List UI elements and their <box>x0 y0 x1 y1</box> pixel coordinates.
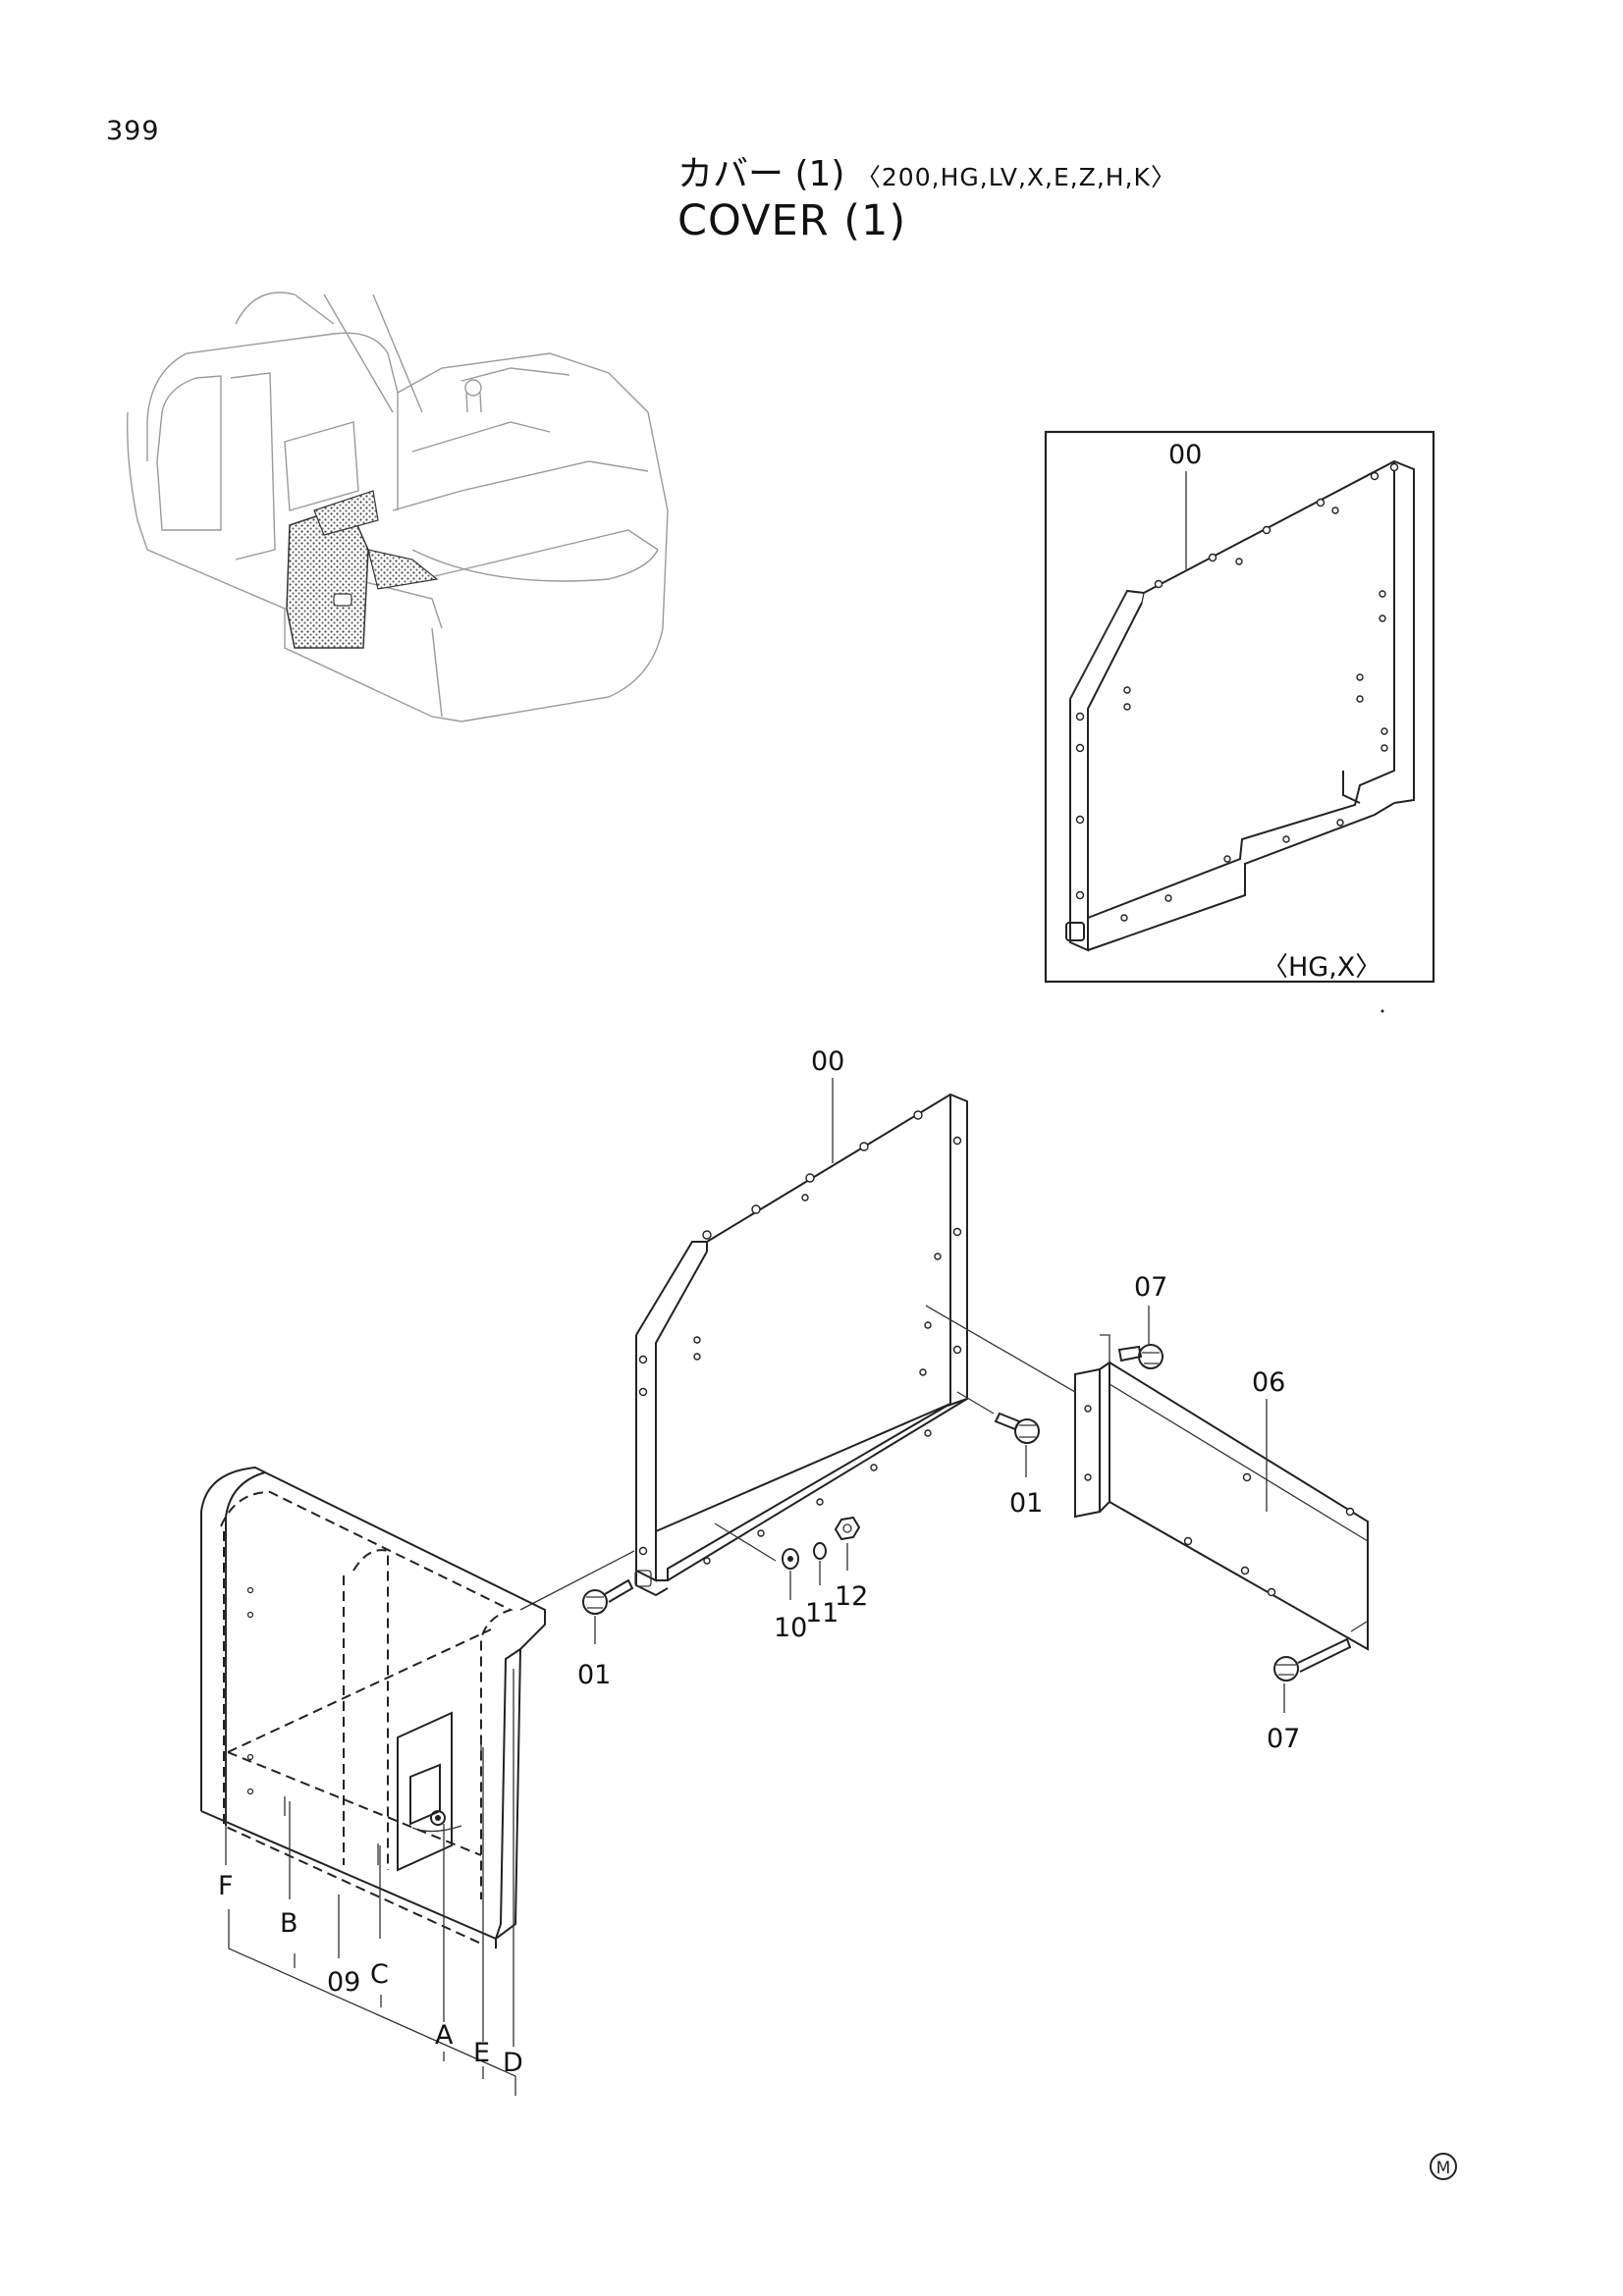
nut-12 <box>834 1516 861 1571</box>
label-bolt-01-left: 01 <box>577 1660 611 1690</box>
washer-10 <box>782 1548 799 1600</box>
inset-variant-note: 〈HG,X〉 <box>1262 952 1381 983</box>
detail-letter-c: C <box>370 1959 389 1990</box>
detail-letter-d: D <box>503 2048 523 2078</box>
machine-overview-illustration <box>127 292 669 722</box>
frame-part-00 <box>634 1078 968 1597</box>
label-bolt-01-mid: 01 <box>1009 1488 1043 1519</box>
plate-part-06 <box>1074 1334 1369 1651</box>
detail-letter-b: B <box>280 1908 298 1939</box>
title-japanese-text: カバー (1) <box>677 154 845 194</box>
inset-frame-drawing <box>1065 459 1415 952</box>
inset-part-label: 00 <box>1168 440 1202 470</box>
label-nut-12: 12 <box>835 1581 868 1612</box>
bolt-01-mid <box>956 1391 1040 1477</box>
title-variants: 〈200,HG,LV,X,E,Z,H,K〉 <box>855 163 1176 191</box>
lock-washer-11 <box>813 1542 827 1585</box>
page-title-japanese: カバー (1) 〈200,HG,LV,X,E,Z,H,K〉 <box>677 145 1176 196</box>
detail-letter-f: F <box>218 1871 234 1901</box>
label-bolt-07-top: 07 <box>1134 1272 1167 1303</box>
label-bolt-07-bottom: 07 <box>1267 1724 1300 1754</box>
cover-leader-lines <box>225 1536 516 2096</box>
page-title-english: COVER (1) <box>677 196 907 245</box>
label-washer-10: 10 <box>774 1613 807 1643</box>
detail-letter-a: A <box>435 2020 454 2051</box>
bolt-07-bottom <box>1273 1621 1368 1713</box>
bolt-01-left <box>582 1578 634 1644</box>
cover-part-09 <box>200 1466 546 1949</box>
page-number: 399 <box>106 116 160 146</box>
detail-letter-e: E <box>473 2038 490 2068</box>
bolt-07-top <box>1117 1306 1163 1369</box>
mark-letter: M <box>1436 2159 1451 2178</box>
manufacturer-mark: M <box>1430 2153 1457 2180</box>
label-cover-09: 09 <box>327 1967 360 1998</box>
label-plate-06: 06 <box>1252 1367 1285 1398</box>
label-frame-00: 00 <box>811 1046 844 1077</box>
label-lock-washer-11: 11 <box>805 1598 839 1629</box>
inset-frame-box <box>1044 430 1435 984</box>
